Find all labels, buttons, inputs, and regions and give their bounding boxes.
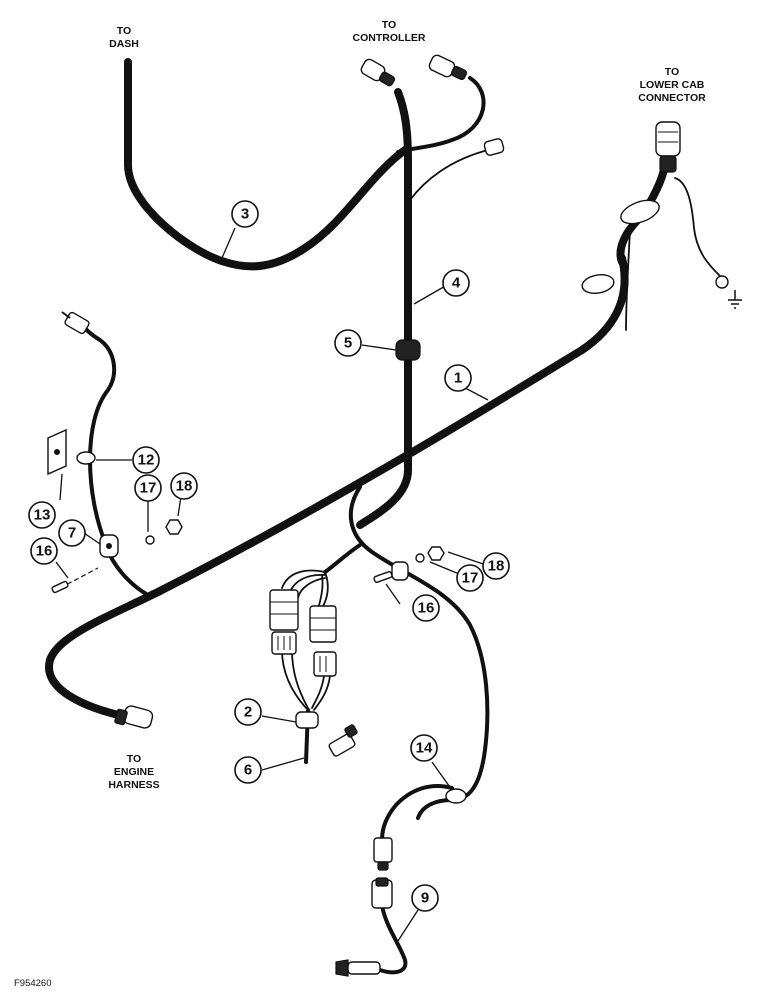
- harness-clamp-upper: [620, 199, 660, 225]
- callout-14: 14: [410, 734, 438, 762]
- sensor-14-connector: [373, 837, 393, 871]
- callout-18-left: 18: [170, 472, 198, 500]
- ground-lead-wire: [674, 177, 723, 279]
- connector-branch-wire: [323, 543, 362, 574]
- svg-text:16: 16: [36, 543, 53, 560]
- svg-text:17: 17: [462, 570, 479, 587]
- svg-text:5: 5: [344, 335, 352, 352]
- callout-1: 1: [444, 364, 472, 392]
- small-plug-6: [328, 724, 358, 757]
- harness-1-wire: [45, 254, 629, 722]
- svg-text:TO: TO: [665, 66, 679, 78]
- engine-harness-connector: [114, 705, 154, 729]
- svg-text:16: 16: [418, 600, 435, 617]
- svg-text:TO: TO: [127, 753, 141, 765]
- clip-14: [445, 788, 467, 804]
- hardware-left: [51, 519, 183, 594]
- callout-13: 13: [28, 501, 56, 529]
- svg-text:7: 7: [68, 525, 76, 542]
- callout-17-left: 17: [134, 474, 162, 502]
- callout-16-left: 16: [30, 537, 58, 565]
- svg-text:17: 17: [140, 480, 157, 497]
- lower-cab-branch-wire: [625, 229, 631, 331]
- svg-text:18: 18: [488, 558, 505, 575]
- label-to-lower-cab-connector: TO LOWER CAB CONNECTOR: [638, 66, 706, 104]
- sensor-lead-wire: [380, 784, 454, 842]
- svg-text:LOWER CAB: LOWER CAB: [640, 79, 705, 91]
- sensor-branch-wire: [348, 485, 490, 820]
- svg-text:18: 18: [176, 478, 193, 495]
- callout-3: 3: [231, 200, 259, 228]
- leader-lines: [55, 227, 489, 945]
- svg-text:CONTROLLER: CONTROLLER: [353, 32, 426, 44]
- callout-5: 5: [334, 329, 362, 357]
- svg-text:2: 2: [244, 704, 252, 721]
- multi-connector-left-upper: [269, 589, 299, 631]
- sensor-9-lead-wire: [378, 903, 408, 975]
- svg-text:4: 4: [452, 275, 461, 292]
- svg-text:13: 13: [34, 507, 51, 524]
- controller-connector-2: [428, 54, 468, 81]
- callout-17-right: 17: [456, 564, 484, 592]
- clip-12: [76, 451, 96, 465]
- multi-connector-left-lower: [271, 631, 297, 655]
- controller-lead-wire: [396, 76, 486, 154]
- multi-connector-right-upper: [309, 605, 337, 643]
- svg-text:HARNESS: HARNESS: [108, 779, 159, 791]
- sensor-9-probe: [335, 959, 381, 977]
- callout-16-right: 16: [412, 594, 440, 622]
- label-to-dash: TO DASH: [109, 25, 139, 50]
- lower-cab-connector: [655, 121, 681, 173]
- svg-text:ENGINE: ENGINE: [114, 766, 154, 778]
- figure-id: F954260: [14, 978, 52, 989]
- callout-18-right: 18: [482, 552, 510, 580]
- switch-connector: [61, 311, 90, 335]
- label-to-controller: TO CONTROLLER: [353, 19, 426, 44]
- clamp-right: [373, 546, 445, 584]
- small-connector-lead-wire: [409, 149, 489, 201]
- harness-3-wire: [124, 58, 409, 271]
- controller-connector-1: [360, 58, 396, 87]
- callout-2: 2: [234, 698, 262, 726]
- svg-text:DASH: DASH: [109, 38, 139, 50]
- callout-7: 7: [58, 519, 86, 547]
- svg-text:TO: TO: [382, 19, 396, 31]
- svg-text:6: 6: [244, 762, 252, 779]
- harness-4-wire: [356, 88, 412, 529]
- callout-4: 4: [442, 269, 470, 297]
- clamp-7: [99, 534, 119, 558]
- callout-12: 12: [132, 446, 160, 474]
- grommet-5: [395, 339, 421, 361]
- sensor-9-connector: [371, 877, 393, 909]
- multi-connector-right-lower: [313, 651, 337, 677]
- svg-text:12: 12: [138, 452, 155, 469]
- clamp-2: [295, 711, 319, 729]
- harness-clamp-lower: [581, 274, 615, 294]
- svg-text:14: 14: [416, 740, 433, 757]
- callout-6: 6: [234, 756, 262, 784]
- switch-bracket-13: [47, 428, 67, 476]
- svg-text:CONNECTOR: CONNECTOR: [638, 92, 706, 104]
- callout-9: 9: [411, 884, 439, 912]
- svg-text:9: 9: [421, 890, 429, 907]
- svg-text:3: 3: [241, 206, 249, 223]
- svg-text:1: 1: [454, 370, 462, 387]
- multi-wire-bundle: [281, 569, 331, 764]
- svg-text:TO: TO: [117, 25, 131, 37]
- ground-symbol: [715, 275, 742, 309]
- label-to-engine-harness: TO ENGINE HARNESS: [108, 753, 159, 791]
- small-connector: [483, 138, 505, 156]
